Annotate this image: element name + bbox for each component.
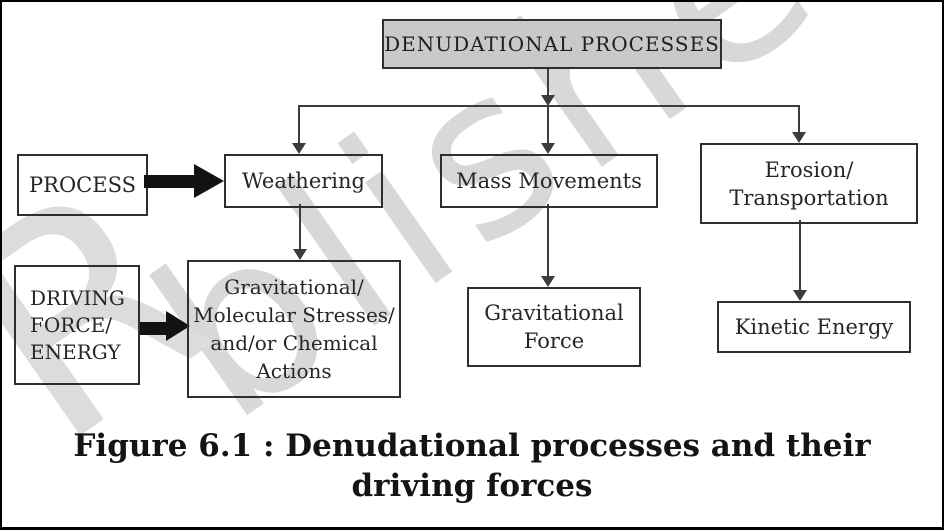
connector-to-erosion: [798, 107, 800, 133]
process-thick-arrow-shaft: [144, 175, 196, 188]
gravmol-line1: Gravitational/: [224, 275, 364, 299]
connector-erosion-to-force: [799, 220, 801, 291]
arrowhead-erosion: [792, 132, 806, 143]
gravforce-line2: Force: [523, 329, 585, 353]
connector-weathering-to-force: [299, 204, 301, 250]
driving-force-row-label-box: DRIVING FORCE/ ENERGY: [14, 265, 140, 385]
mass-movements-label: Mass Movements: [456, 168, 642, 193]
erosion-label-line1: Erosion/: [764, 157, 854, 182]
gravmol-line3: and/or Chemical: [210, 331, 378, 355]
driving-thick-arrow-head: [166, 311, 190, 341]
gravmol-line4: Actions: [256, 359, 332, 383]
arrowhead-erosion-force: [793, 290, 807, 301]
denudational-processes-label: DENUDATIONAL PROCESSES: [384, 31, 720, 56]
denudational-processes-box: DENUDATIONAL PROCESSES: [382, 19, 722, 69]
kinetic-energy-label: Kinetic Energy: [734, 314, 894, 339]
mass-movements-box: Mass Movements: [440, 154, 658, 208]
arrowhead-weathering: [292, 143, 306, 154]
gravforce-line1: Gravitational: [484, 301, 624, 325]
arrowhead-mass-force: [541, 276, 555, 287]
arrowhead-weathering-force: [293, 249, 307, 260]
weathering-box: Weathering: [224, 154, 383, 208]
gravitational-force-box: Gravitational Force: [467, 287, 641, 367]
connector-trunk: [547, 65, 549, 96]
process-row-label: PROCESS: [29, 172, 136, 197]
connector-to-weathering: [298, 107, 300, 144]
process-row-label-box: PROCESS: [17, 154, 148, 216]
arrowhead-trunk: [541, 95, 555, 106]
figure-caption-line1: Figure 6.1 : Denudational processes and …: [73, 428, 871, 464]
driving-label-line1: DRIVING: [30, 285, 125, 310]
arrowhead-mass-movements: [541, 143, 555, 154]
connector-mass-to-force: [547, 204, 549, 277]
driving-label-line2: FORCE/: [30, 312, 112, 337]
connector-branch-bar: [298, 105, 800, 107]
figure-caption: Figure 6.1 : Denudational processes and …: [2, 426, 942, 506]
figure-caption-line2: driving forces: [351, 468, 593, 504]
weathering-label: Weathering: [242, 168, 365, 193]
erosion-label-line2: Transportation: [729, 185, 889, 210]
connector-to-mass-movements: [547, 107, 549, 144]
gravmol-line2: Molecular Stresses/: [193, 303, 395, 327]
erosion-transportation-box: Erosion/ Transportation: [700, 143, 918, 224]
gravitational-molecular-stresses-box: Gravitational/ Molecular Stresses/ and/o…: [187, 260, 401, 398]
process-thick-arrow-head: [194, 164, 224, 198]
kinetic-energy-box: Kinetic Energy: [717, 301, 911, 353]
driving-label-line3: ENERGY: [30, 339, 121, 364]
driving-thick-arrow-shaft: [140, 322, 168, 335]
